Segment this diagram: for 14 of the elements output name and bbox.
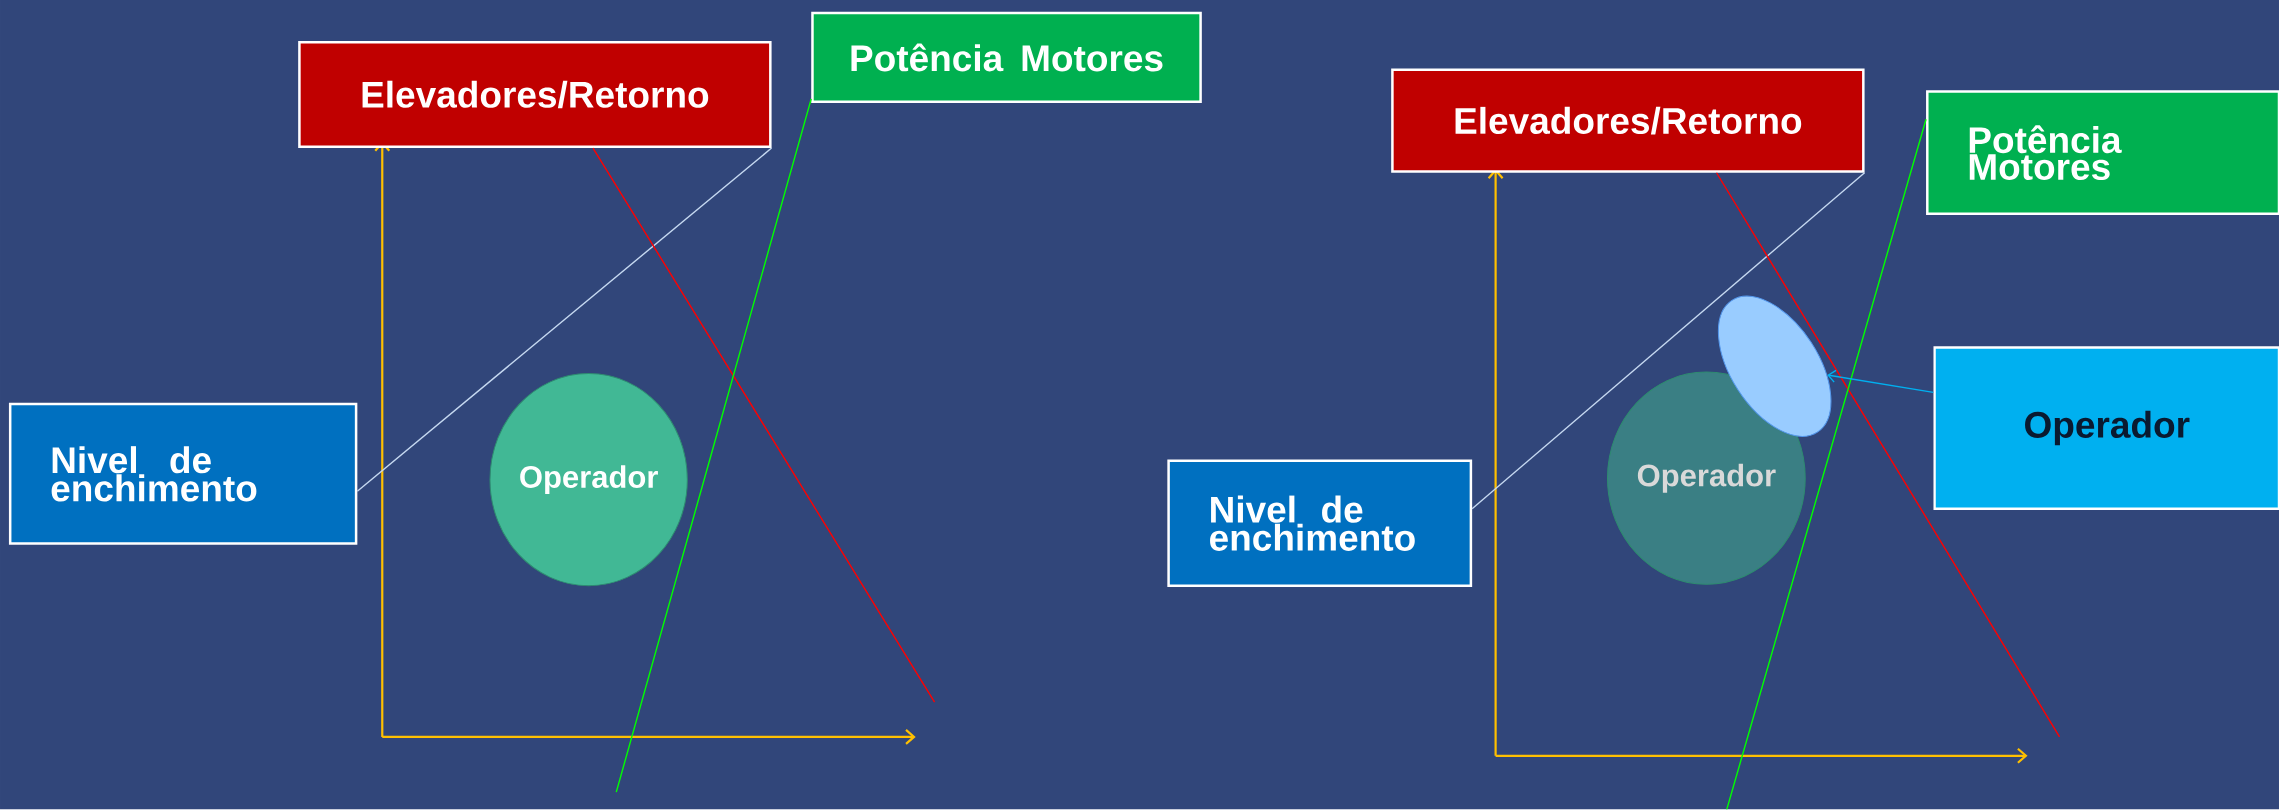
label-box: Potência Motores xyxy=(811,12,1202,104)
line xyxy=(356,147,773,493)
label-box: Operador xyxy=(1933,346,2279,511)
label-box: Elevadores/Retorno xyxy=(1391,68,1865,173)
line xyxy=(615,98,812,794)
line xyxy=(1726,118,1927,810)
line xyxy=(1471,172,1866,510)
line xyxy=(1715,172,2061,738)
label-box: Nivel de enchimento xyxy=(8,403,358,546)
label-box: Potência Motores xyxy=(1926,90,2279,216)
line xyxy=(592,147,936,703)
label-box: Elevadores/Retorno xyxy=(298,41,772,149)
arrow xyxy=(1827,369,1934,394)
label-box: Nivel de enchimento xyxy=(1167,459,1473,588)
